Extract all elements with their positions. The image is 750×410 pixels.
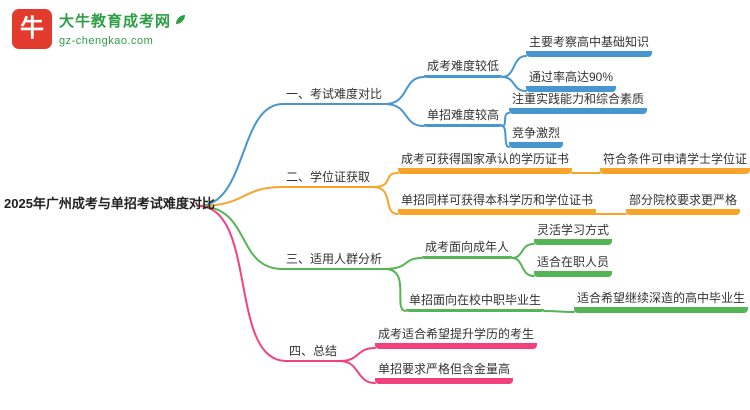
bull-logo-icon: 牛 (12, 9, 52, 49)
leaf-working-people: 适合在职人员 (534, 255, 613, 277)
connector-b3-n1 (384, 257, 423, 270)
connector-b1-n1 (384, 76, 425, 105)
node-chengkao-state-recognized: 成考可获得国家承认的学历证书 (398, 152, 573, 174)
branch-exam-difficulty: 一、考试难度对比 (283, 87, 386, 105)
connector-b2-n1 (372, 172, 399, 188)
node-chengkao-lower-difficulty: 成考难度较低 (424, 59, 503, 78)
connector-b1n2-l1 (501, 112, 510, 127)
connector-root-b1 (197, 103, 284, 207)
connector-b1n1-l1 (501, 55, 527, 78)
branch-degree-certificate: 二、学位证获取 (283, 170, 374, 188)
site-logo: 牛 大牛教育成考网 gz-chengkao.com (12, 9, 187, 49)
connector-b3n1-l2 (511, 257, 535, 277)
leaf-icon (174, 13, 187, 31)
leaf-further-study-grads: 适合希望继续深造的高中毕业生 (574, 291, 749, 313)
leaf-practical-ability: 注重实践能力和综合素质 (509, 92, 648, 114)
connector-root-b4 (197, 205, 287, 362)
branch-summary: 四、总结 (286, 344, 341, 362)
connector-root-b3 (197, 205, 284, 270)
connector-root-b2 (197, 186, 284, 207)
leaf-high-school-basics: 主要考察高中基础知识 (526, 35, 653, 57)
leaf-chengkao-for-upgrading: 成考适合希望提升学历的考生 (375, 327, 538, 349)
leaf-pass-rate-90: 通过率高达90% (526, 70, 617, 92)
connector-b3n1-l1 (511, 243, 535, 259)
connector-b1-n2 (384, 103, 425, 127)
node-danzhao-vocational-grads: 单招面向在校中职毕业生 (406, 293, 545, 312)
leaf-fierce-competition: 竞争激烈 (509, 126, 564, 148)
connector-b1n2-l2 (501, 125, 510, 148)
node-chengkao-for-adults: 成考面向成年人 (422, 240, 513, 259)
connector-b3n2-l1 (543, 310, 575, 313)
brand-name: 大牛教育成考网 (59, 13, 172, 30)
connector-b3-n2 (384, 268, 407, 312)
connector-b4-l2 (339, 360, 376, 384)
node-danzhao-degree-too: 单招同样可获得本科学历和学位证书 (398, 193, 597, 215)
node-danzhao-higher-difficulty: 单招难度较高 (424, 108, 503, 127)
root-node: 2025年广州成考与单招考试难度对比 (4, 196, 215, 211)
leaf-bachelor-degree-eligible: 符合条件可申请学士学位证 (600, 152, 750, 174)
brand-url: gz-chengkao.com (59, 35, 154, 47)
leaf-flexible-learning: 灵活学习方式 (534, 223, 613, 245)
leaf-danzhao-high-value: 单招要求严格但含金量高 (375, 362, 514, 384)
branch-applicable-people: 三、适用人群分析 (283, 252, 386, 270)
connector-b4-l1 (339, 347, 376, 362)
connector-b2-n2 (372, 186, 399, 215)
leaf-stricter-requirements: 部分院校要求更严格 (626, 193, 741, 215)
connector-b1n1-l2 (501, 76, 527, 92)
